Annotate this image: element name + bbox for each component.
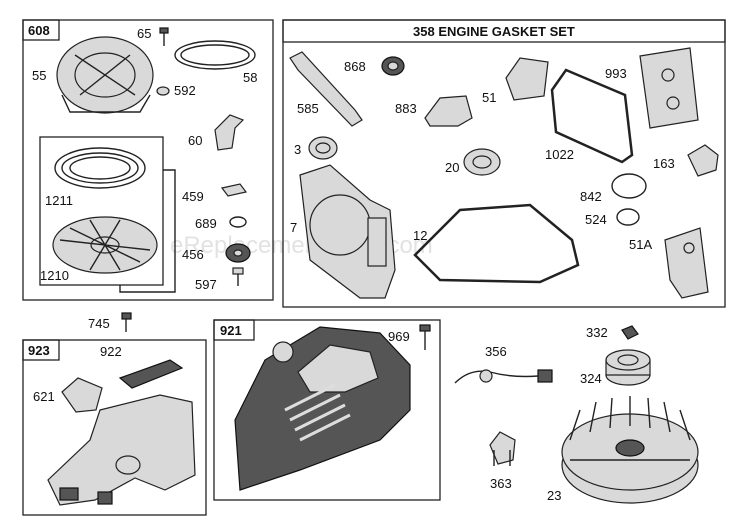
label-842: 842 — [580, 189, 602, 204]
label-1211: 1211 — [45, 193, 73, 208]
box-358: 358 ENGINE GASKET SET — [282, 19, 726, 308]
spring-689-part — [229, 216, 247, 228]
leader-bracket-608 — [119, 169, 176, 293]
gasket-51-part — [505, 57, 549, 101]
seal-3-part — [308, 136, 338, 160]
box-923-label: 923 — [28, 343, 50, 358]
bracket-assembly-part — [47, 394, 196, 506]
label-868: 868 — [344, 59, 366, 74]
label-60: 60 — [188, 133, 202, 148]
starter-cup-324-part — [605, 349, 651, 386]
label-163: 163 — [653, 156, 675, 171]
gasket-585-part — [289, 51, 363, 127]
screw-65-part — [159, 27, 169, 46]
box-923: 923 922 621 — [22, 339, 207, 516]
starter-handle-part — [214, 114, 245, 151]
label-969: 969 — [388, 329, 410, 344]
label-51: 51 — [482, 90, 496, 105]
base-gasket-12-part — [413, 203, 580, 284]
label-363: 363 — [490, 476, 512, 491]
box-608: 608 — [22, 19, 274, 301]
box-608-label: 608 — [28, 23, 50, 38]
nut-332-part — [621, 325, 639, 340]
label-7: 7 — [290, 220, 297, 235]
label-585: 585 — [297, 101, 319, 116]
head-gasket-7-part — [299, 164, 396, 299]
label-922: 922 — [100, 344, 122, 359]
label-58: 58 — [243, 70, 257, 85]
starter-rope-part — [174, 40, 256, 70]
label-621: 621 — [33, 389, 55, 404]
label-1022: 1022 — [545, 147, 574, 162]
label-356: 356 — [485, 344, 507, 359]
seal-868-part — [381, 56, 405, 76]
terminal-363-part — [489, 431, 516, 466]
gasket-883-part — [424, 95, 473, 127]
label-65: 65 — [137, 26, 151, 41]
gasket-1022-part — [550, 68, 634, 164]
label-51a: 51A — [629, 237, 652, 252]
gasket-163-part — [687, 144, 719, 177]
link-621-part — [61, 377, 103, 413]
kill-wire-356-part — [454, 369, 553, 384]
label-597: 597 — [195, 277, 217, 292]
label-20: 20 — [445, 160, 459, 175]
seal-20-part — [463, 148, 501, 176]
gasket-993-part — [639, 47, 699, 129]
washer-592-part — [156, 86, 170, 96]
label-324: 324 — [580, 371, 602, 386]
label-459: 459 — [182, 189, 204, 204]
label-745: 745 — [88, 316, 110, 331]
label-993: 993 — [605, 66, 627, 81]
label-883: 883 — [395, 101, 417, 116]
box-921: 921 969 — [213, 319, 441, 501]
screw-969-part — [419, 324, 431, 350]
plate-51a-part — [664, 227, 709, 299]
label-332: 332 — [586, 325, 608, 340]
recoil-spring-part — [54, 147, 146, 189]
screw-597-part — [232, 267, 244, 286]
retainer-456-part — [225, 243, 251, 263]
label-456: 456 — [182, 247, 204, 262]
recoil-pulley-part — [52, 216, 158, 274]
blower-housing-part — [234, 326, 411, 491]
label-689: 689 — [195, 216, 217, 231]
label-3: 3 — [294, 142, 301, 157]
label-1210: 1210 — [40, 268, 69, 283]
label-524: 524 — [585, 212, 607, 227]
flywheel-23-part — [561, 396, 699, 504]
label-55: 55 — [32, 68, 46, 83]
ring-842-part — [611, 173, 647, 199]
label-23: 23 — [547, 488, 561, 503]
box-358-title: 358 ENGINE GASKET SET — [413, 24, 575, 39]
screw-745-part — [121, 312, 132, 332]
label-592: 592 — [174, 83, 196, 98]
ring-524-part — [616, 208, 640, 226]
box-921-label: 921 — [220, 323, 242, 338]
pawl-459-part — [220, 183, 248, 197]
inner-box-rewind — [39, 136, 164, 286]
recoil-housing-part — [56, 36, 154, 114]
label-12: 12 — [413, 228, 427, 243]
spring-922-part — [118, 359, 184, 389]
